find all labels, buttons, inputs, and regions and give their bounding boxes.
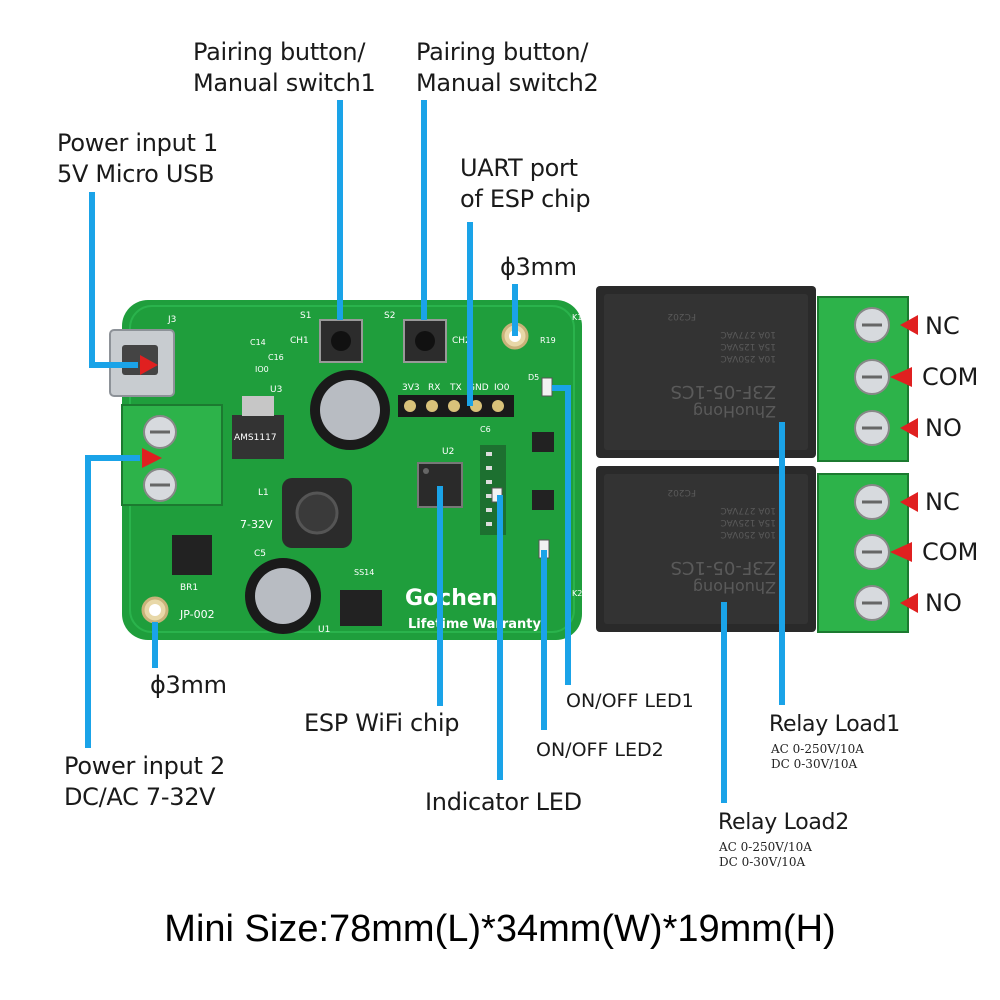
- silk-ref-u3: U3: [270, 385, 282, 395]
- arrow-r1-no: [900, 418, 918, 438]
- silk-ref-s2: S2: [384, 311, 395, 321]
- uart-pin-rx: RX: [428, 383, 440, 393]
- board-warranty: Lifetime Warranty: [408, 617, 541, 632]
- label-indicator-led: Indicator LED: [425, 788, 582, 816]
- silk-ref-k1: K1: [572, 313, 582, 322]
- arrow-dc: [142, 448, 162, 468]
- relay-1-brand: ZhuoHong: [693, 402, 776, 421]
- uart-pin-tx: TX: [449, 383, 462, 393]
- leader-power-input-1: [89, 192, 138, 368]
- bridge-rectifier: [172, 535, 212, 575]
- board-ldo-label: AMS1117: [234, 433, 277, 443]
- relay-2-code: FC202: [667, 487, 696, 497]
- leader-power-input-2: [85, 455, 140, 748]
- label-power-2-line-2: DC/AC 7-32V: [64, 783, 216, 811]
- size-caption: Mini Size:78mm(L)*34mm(W)*19mm(H): [164, 908, 836, 950]
- silk-ref-j3: J3: [167, 315, 176, 325]
- relay-1-rating-3: 10A 277VAC: [720, 329, 776, 339]
- leader-lines: [85, 100, 785, 803]
- silk-ref-c5: C5: [254, 549, 266, 559]
- relay-1-rating-1: 10A 250VAC: [720, 353, 776, 363]
- silk-ref-c6: C6: [480, 425, 491, 434]
- label-relay-2: Relay Load2: [718, 810, 849, 835]
- arrow-r1-com: [890, 367, 912, 387]
- board-model: JP-002: [179, 608, 215, 621]
- silk-ref-u2: U2: [442, 447, 454, 457]
- arrow-r1-nc: [900, 315, 918, 335]
- arrow-usb: [140, 355, 158, 375]
- pointer-arrows: [140, 315, 918, 613]
- terminal-r2-no: NO: [925, 589, 962, 617]
- label-relay-1-dc: DC 0-30V/10A: [771, 757, 858, 771]
- label-led-2: ON/OFF LED2: [536, 739, 664, 761]
- relay-2-rating-3: 10A 277VAC: [720, 505, 776, 515]
- ldo-regulator: [232, 415, 284, 459]
- silk-ref-c14: C14: [250, 338, 266, 347]
- silk-ref-c16: C16: [268, 353, 284, 362]
- terminal-r1-com: COM: [922, 363, 979, 391]
- silk-ref-ch1: CH1: [290, 336, 309, 346]
- board-brand: Gochen: [405, 586, 497, 611]
- silk-ref-r19: R19: [540, 336, 556, 345]
- label-led-1: ON/OFF LED1: [566, 690, 694, 712]
- silk-ref-ch2: CH2: [452, 336, 471, 346]
- silk-ref-k2: K2: [572, 589, 582, 598]
- terminal-r2-com: COM: [922, 538, 979, 566]
- label-power-2-line-1: Power input 2: [64, 752, 225, 780]
- label-hole-bottom: ɸ3mm: [150, 671, 227, 699]
- label-relay-2-dc: DC 0-30V/10A: [719, 855, 806, 869]
- arrow-r2-nc: [900, 492, 918, 512]
- terminal-r1-nc: NC: [925, 312, 960, 340]
- uart-pin-io0: IO0: [494, 383, 510, 393]
- silk-ref-io0: IO0: [255, 365, 269, 374]
- label-uart-line-1: UART port: [460, 154, 578, 182]
- label-pairing-1-line-1: Pairing button/: [193, 38, 366, 66]
- terminal-r2-nc: NC: [925, 488, 960, 516]
- relay-2-rating-1: 10A 250VAC: [720, 529, 776, 539]
- uart-pin-3v3: 3V3: [402, 383, 420, 393]
- terminal-r1-no: NO: [925, 414, 962, 442]
- arrow-r2-com: [890, 542, 912, 562]
- label-uart-line-2: of ESP chip: [460, 185, 591, 213]
- silk-ref-d5: D5: [528, 373, 539, 382]
- arrow-r2-no: [900, 593, 918, 613]
- label-pairing-2-line-1: Pairing button/: [416, 38, 589, 66]
- on-off-led-1: [541, 377, 553, 397]
- silk-ref-l1: L1: [258, 488, 269, 498]
- relay-2-brand: ZhuoHong: [693, 578, 776, 597]
- silk-ref-ss14: SS14: [354, 568, 374, 577]
- label-power-1-line-1: Power input 1: [57, 129, 218, 157]
- leader-led-1: [552, 385, 571, 685]
- label-pairing-1-line-2: Manual switch1: [193, 69, 376, 97]
- relay-2-model: Z3F-05-1CS: [671, 557, 776, 578]
- label-relay-1: Relay Load1: [769, 712, 900, 737]
- relay-1-rating-2: 15A 125VAC: [720, 341, 776, 351]
- silk-ref-br1: BR1: [180, 583, 198, 593]
- small-ic: [340, 590, 382, 626]
- silk-ref-s1: S1: [300, 311, 311, 321]
- label-hole-top: ɸ3mm: [500, 253, 577, 281]
- label-relay-1-ac: AC 0-250V/10A: [771, 742, 864, 756]
- board-input-range: 7-32V: [240, 518, 273, 531]
- relay-1-model: Z3F-05-1CS: [671, 381, 776, 402]
- label-esp-chip: ESP WiFi chip: [304, 709, 460, 737]
- label-pairing-2-line-2: Manual switch2: [416, 69, 599, 97]
- silk-ref-u1: U1: [318, 625, 330, 635]
- relay-1-code: FC202: [667, 311, 696, 321]
- label-relay-2-ac: AC 0-250V/10A: [719, 840, 812, 854]
- relay-2-rating-2: 15A 125VAC: [720, 517, 776, 527]
- uart-pin-gnd: GND: [468, 383, 489, 393]
- label-power-1-line-2: 5V Micro USB: [57, 160, 215, 188]
